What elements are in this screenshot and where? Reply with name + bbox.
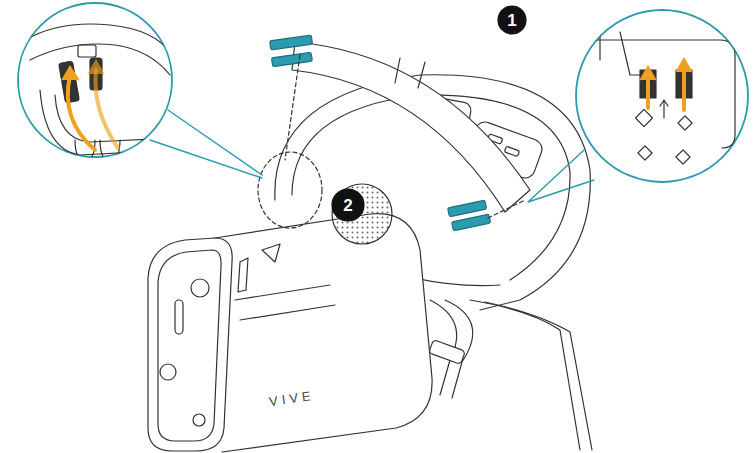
- callout-number: 2: [343, 197, 352, 214]
- callout-number: 1: [507, 12, 516, 29]
